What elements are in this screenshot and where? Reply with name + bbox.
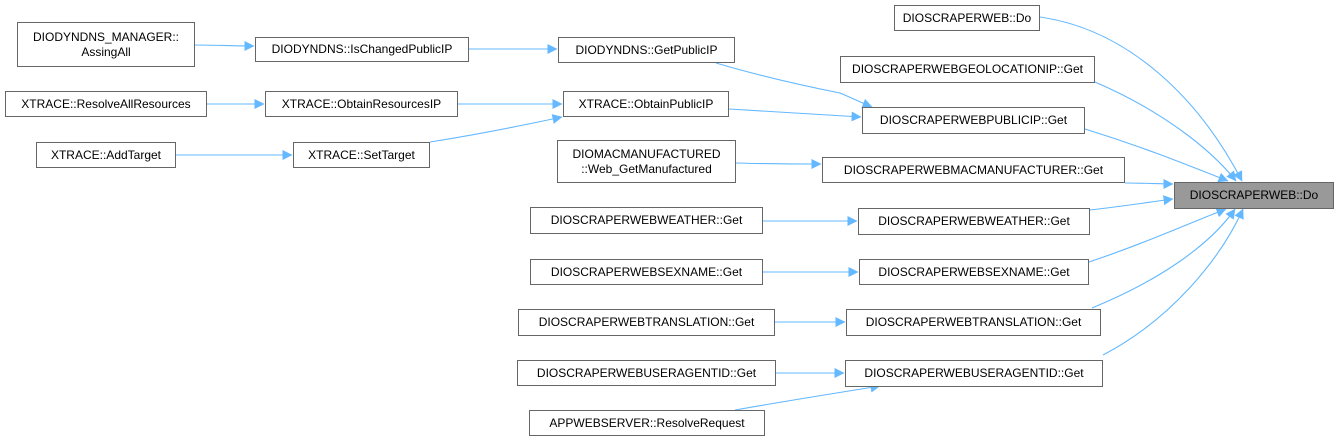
edge-dioscraperwebgeolocationip_get-to-dioscraperweb_do: [1094, 81, 1237, 182]
edge-appwebserver_resolverequest-to-dioscraperwebuseragentid_get: [734, 382, 881, 411]
node-dioscraperwebgeolocationip-get[interactable]: DIOSCRAPERWEBGEOLOCATIONIP::Get: [840, 56, 1095, 83]
node-diomacmanufactured-web-getmanufactured[interactable]: DIOMACMANUFACTURED ::Web_GetManufactured: [557, 140, 736, 183]
edge-xtrace_obtainpublicip-to-dioscraperwebpublicip_get: [728, 108, 862, 122]
node-dioscraperwebsexname-get-caller[interactable]: DIOSCRAPERWEBSEXNAME::Get: [530, 259, 763, 285]
edge-diomacmanufactured_web_getmanufactured-to-dioscraperwebmacmanufacturer_get: [735, 158, 822, 169]
node-dioscraperwebsexname-get[interactable]: DIOSCRAPERWEBSEXNAME::Get: [859, 259, 1089, 285]
edge-dioscraperweb_do_overload-to-dioscraperweb_do: [1039, 16, 1243, 182]
node-dioscraperwebtranslation-get-caller[interactable]: DIOSCRAPERWEBTRANSLATION::Get: [518, 309, 775, 336]
node-xtrace-resolveallresources[interactable]: XTRACE::ResolveAllResources: [5, 91, 207, 117]
edge-dioscraperwebmacmanufacturer_get-to-dioscraperweb_do: [1124, 178, 1174, 189]
edge-dioscraperwebsexname_get-to-dioscraperweb_do: [1088, 207, 1227, 263]
node-dioscraperwebweather-get[interactable]: DIOSCRAPERWEBWEATHER::Get: [858, 208, 1090, 235]
node-diodyndns-manager-assingall[interactable]: DIODYNDNS_MANAGER:: AssingAll: [17, 22, 195, 67]
node-dioscraperwebmacmanufacturer-get[interactable]: DIOSCRAPERWEBMACMANUFACTURER::Get: [822, 157, 1125, 183]
node-xtrace-obtainpublicip[interactable]: XTRACE::ObtainPublicIP: [563, 91, 729, 117]
edge-dioscraperwebtranslation_get-to-dioscraperweb_do: [1091, 208, 1236, 309]
node-xtrace-settarget[interactable]: XTRACE::SetTarget: [293, 142, 430, 168]
edge-diodyndns_manager_assingall-to-diodyndns_ischangedpublicip: [194, 40, 255, 51]
node-diodyndns-getpublicip[interactable]: DIODYNDNS::GetPublicIP: [558, 37, 735, 63]
node-dioscraperwebuseragentid-get-caller[interactable]: DIOSCRAPERWEBUSERAGENTID::Get: [517, 360, 776, 386]
edge-dioscraperwebpublicip_get-to-dioscraperweb_do: [1084, 128, 1229, 183]
node-diodyndns-ischangedpublicip[interactable]: DIODYNDNS::IsChangedPublicIP: [255, 37, 469, 62]
node-dioscraperwebuseragentid-get[interactable]: DIOSCRAPERWEBUSERAGENTID::Get: [845, 360, 1103, 387]
node-xtrace-obtainresourcesip[interactable]: XTRACE::ObtainResourcesIP: [265, 91, 458, 117]
edge-dioscraperwebweather_get-to-dioscraperweb_do: [1089, 195, 1174, 211]
node-dioscraperweb-do-focus: DIOSCRAPERWEB::Do: [1174, 182, 1334, 209]
node-appwebserver-resolverequest[interactable]: APPWEBSERVER::ResolveRequest: [529, 410, 765, 436]
node-dioscraperwebpublicip-get[interactable]: DIOSCRAPERWEBPUBLICIP::Get: [862, 107, 1085, 134]
edge-dioscraperwebuseragentid_get-to-dioscraperweb_do: [1102, 208, 1244, 356]
edge-diodyndns_getpublicip-to-dioscraperwebpublicip_get: [715, 62, 873, 109]
node-dioscraperwebtranslation-get[interactable]: DIOSCRAPERWEBTRANSLATION::Get: [846, 309, 1101, 336]
node-dioscraperwebweather-get-caller[interactable]: DIOSCRAPERWEBWEATHER::Get: [530, 207, 763, 234]
node-xtrace-addtarget[interactable]: XTRACE::AddTarget: [36, 142, 176, 168]
edge-xtrace_settarget-to-xtrace_obtainpublicip: [429, 114, 563, 143]
node-dioscraperweb-do-overload[interactable]: DIOSCRAPERWEB::Do: [894, 5, 1040, 31]
